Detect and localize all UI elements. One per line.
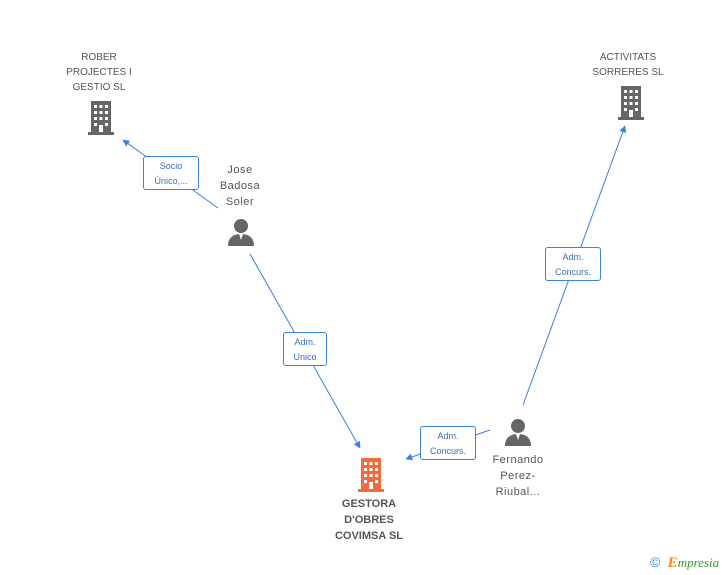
edge-label-line: Unico xyxy=(293,352,317,362)
edge-label-jose-rober[interactable]: Socio Único,... xyxy=(143,156,199,190)
company-label-line: D'OBRES xyxy=(344,514,394,526)
company-label-rober[interactable]: ROBER PROJECTES I GESTIO SL xyxy=(49,50,149,95)
company-label-line: PROJECTES I xyxy=(66,67,132,78)
person-label-line: Soler xyxy=(225,196,255,208)
edge-label-line: Concurs. xyxy=(429,446,466,456)
person-label-line: Jose xyxy=(227,164,253,176)
person-icon[interactable] xyxy=(226,218,256,248)
edge-label-fernando-gestora[interactable]: Adm. Concurs. xyxy=(420,426,476,460)
person-label-fernando[interactable]: Fernando Perez- Riubal... xyxy=(478,452,558,500)
copyright-icon: © xyxy=(650,554,661,570)
edge-label-jose-gestora[interactable]: Adm. Unico xyxy=(283,332,327,366)
company-label-activitats[interactable]: ACTIVITATS SORRERES SL xyxy=(578,50,678,80)
person-label-line: Riubal... xyxy=(495,486,541,498)
person-label-line: Perez- xyxy=(500,470,536,482)
person-label-line: Fernando xyxy=(492,454,544,466)
brand-name: mpresia xyxy=(677,555,720,570)
company-label-line: COVIMSA SL xyxy=(334,530,404,542)
focus-building-icon[interactable] xyxy=(356,458,386,492)
edge-label-line: Adm. xyxy=(562,252,584,262)
edge-label-line: Adm. xyxy=(437,431,459,441)
brand-initial: E xyxy=(667,555,678,571)
building-icon[interactable] xyxy=(616,86,646,120)
building-icon[interactable] xyxy=(86,101,116,135)
person-label-line: Badosa xyxy=(219,180,261,192)
company-label-gestora[interactable]: GESTORA D'OBRES COVIMSA SL xyxy=(319,496,419,544)
person-icon[interactable] xyxy=(503,418,533,448)
edge-label-fernando-activitats[interactable]: Adm. Concurs. xyxy=(545,247,601,281)
company-label-line: GESTORA xyxy=(341,498,397,510)
brand-logo: Empresia xyxy=(667,555,720,571)
person-label-jose[interactable]: Jose Badosa Soler xyxy=(205,162,275,210)
edge-label-line: Único,... xyxy=(154,176,188,186)
edge-label-line: Concurs. xyxy=(554,267,591,277)
edge-label-line: Adm. xyxy=(294,337,316,347)
company-label-line: SORRERES SL xyxy=(592,67,664,78)
edge-label-line: Socio xyxy=(159,161,183,171)
company-label-line: ROBER xyxy=(81,52,117,63)
empresia-watermark: © Empresia xyxy=(650,554,719,572)
company-label-line: GESTIO SL xyxy=(72,82,126,93)
company-label-line: ACTIVITATS xyxy=(599,52,657,63)
